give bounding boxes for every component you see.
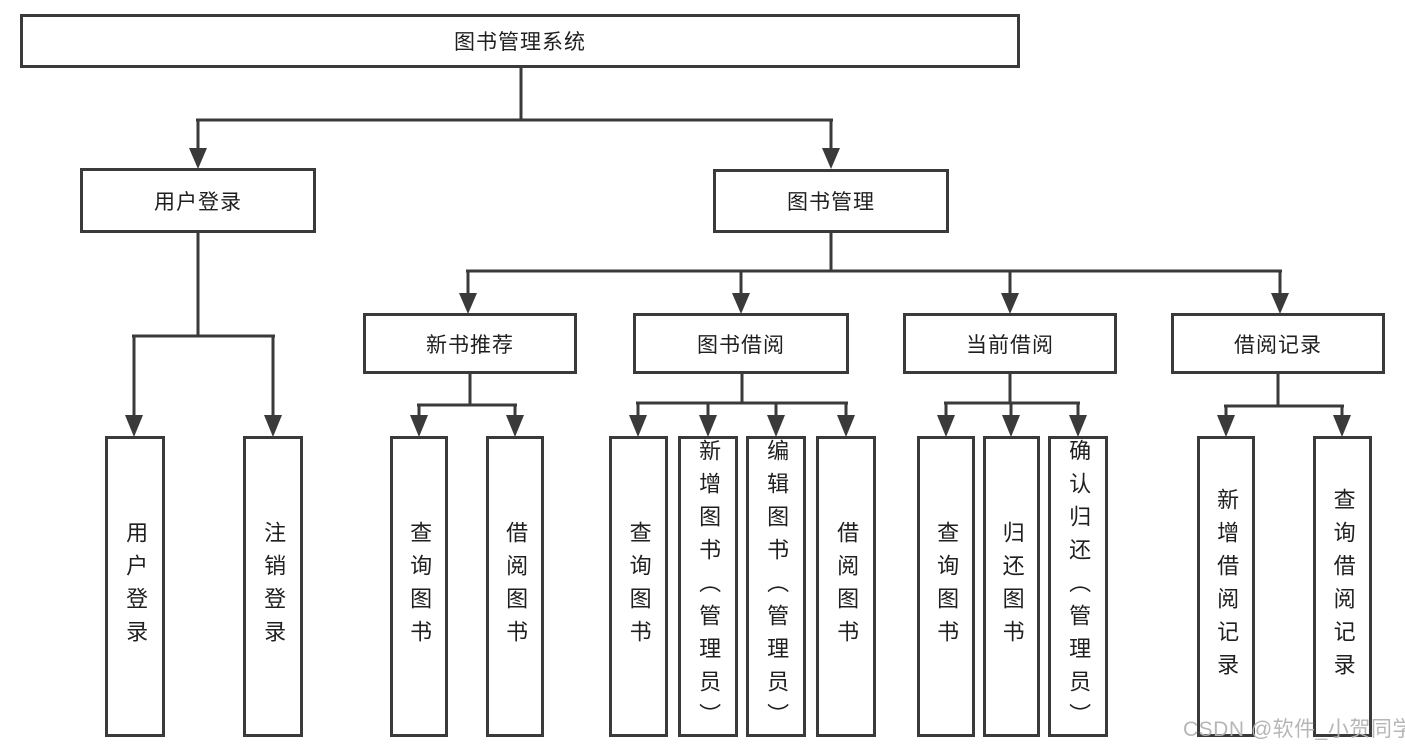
node-label: 借阅记录	[1234, 333, 1322, 357]
leaf-label: 用户登录	[123, 520, 149, 653]
leaf-return-book: 归还图书	[983, 436, 1040, 737]
connector-current-to-leaves	[937, 374, 1087, 437]
leaf-label: 确认归还（管理员）	[1066, 439, 1092, 736]
leaf-label: 查询图书	[626, 520, 652, 653]
leaf-query-books-current: 查询图书	[917, 436, 975, 737]
leaf-borrow-books: 借阅图书	[816, 436, 876, 737]
leaf-label: 借阅图书	[834, 520, 860, 653]
leaf-label: 归还图书	[999, 520, 1025, 653]
leaf-label: 注销登录	[261, 520, 287, 653]
connector-management-to-level2	[459, 233, 1289, 314]
node-library-system: 图书管理系统	[20, 14, 1020, 68]
node-label: 当前借阅	[966, 333, 1054, 357]
leaf-query-books-recommend: 查询图书	[390, 436, 448, 737]
leaf-label: 查询图书	[934, 520, 960, 653]
leaf-query-borrow-record: 查询借阅记录	[1313, 436, 1372, 737]
connector-records-to-leaves	[1217, 374, 1351, 437]
csdn-watermark: CSDN @软件_小贺同学	[1183, 718, 1405, 741]
leaf-user-login: 用户登录	[105, 436, 165, 737]
leaf-label: 查询借阅记录	[1330, 487, 1356, 686]
node-user-login: 用户登录	[80, 168, 316, 233]
leaf-label: 编辑图书（管理员）	[764, 439, 790, 736]
leaf-query-books-borrow: 查询图书	[609, 436, 668, 737]
leaf-add-borrow-record: 新增借阅记录	[1197, 436, 1255, 737]
connector-root-to-level1	[189, 68, 840, 169]
node-borrow-records: 借阅记录	[1171, 313, 1385, 374]
node-current-borrow: 当前借阅	[903, 313, 1117, 374]
leaf-borrow-books-recommend: 借阅图书	[486, 436, 544, 737]
node-label: 图书借阅	[697, 333, 785, 357]
leaf-add-book-admin: 新增图书（管理员）	[678, 436, 738, 737]
node-book-borrow: 图书借阅	[633, 313, 849, 374]
leaf-logout: 注销登录	[243, 436, 303, 737]
node-label: 新书推荐	[426, 333, 514, 357]
node-new-book-recommend: 新书推荐	[363, 313, 577, 374]
leaf-label: 借阅图书	[503, 520, 529, 653]
connector-recommend-to-leaves	[410, 374, 524, 437]
leaf-label: 查询图书	[407, 520, 433, 653]
node-book-management: 图书管理	[713, 169, 949, 233]
leaf-label: 新增借阅记录	[1214, 487, 1240, 686]
connector-login-to-leaves	[125, 233, 282, 437]
leaf-confirm-return-admin: 确认归还（管理员）	[1048, 436, 1108, 737]
node-label: 图书管理系统	[454, 31, 586, 54]
connector-borrow-to-leaves	[629, 374, 855, 437]
leaf-label: 新增图书（管理员）	[696, 439, 722, 736]
node-label: 图书管理	[787, 191, 875, 214]
node-label: 用户登录	[154, 190, 242, 214]
leaf-edit-book-admin: 编辑图书（管理员）	[746, 436, 806, 737]
